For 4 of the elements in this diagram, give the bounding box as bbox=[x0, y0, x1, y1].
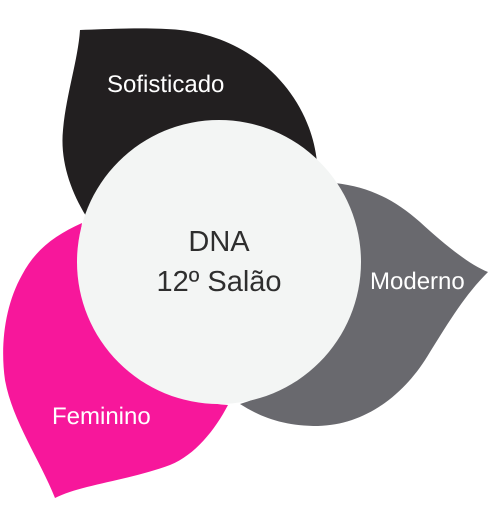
circle-label: DNA 12º Salão bbox=[156, 225, 282, 300]
petal-label: Sofisticado bbox=[107, 73, 224, 97]
petal-label: Moderno bbox=[370, 270, 465, 294]
petal-label: Feminino bbox=[52, 405, 151, 429]
